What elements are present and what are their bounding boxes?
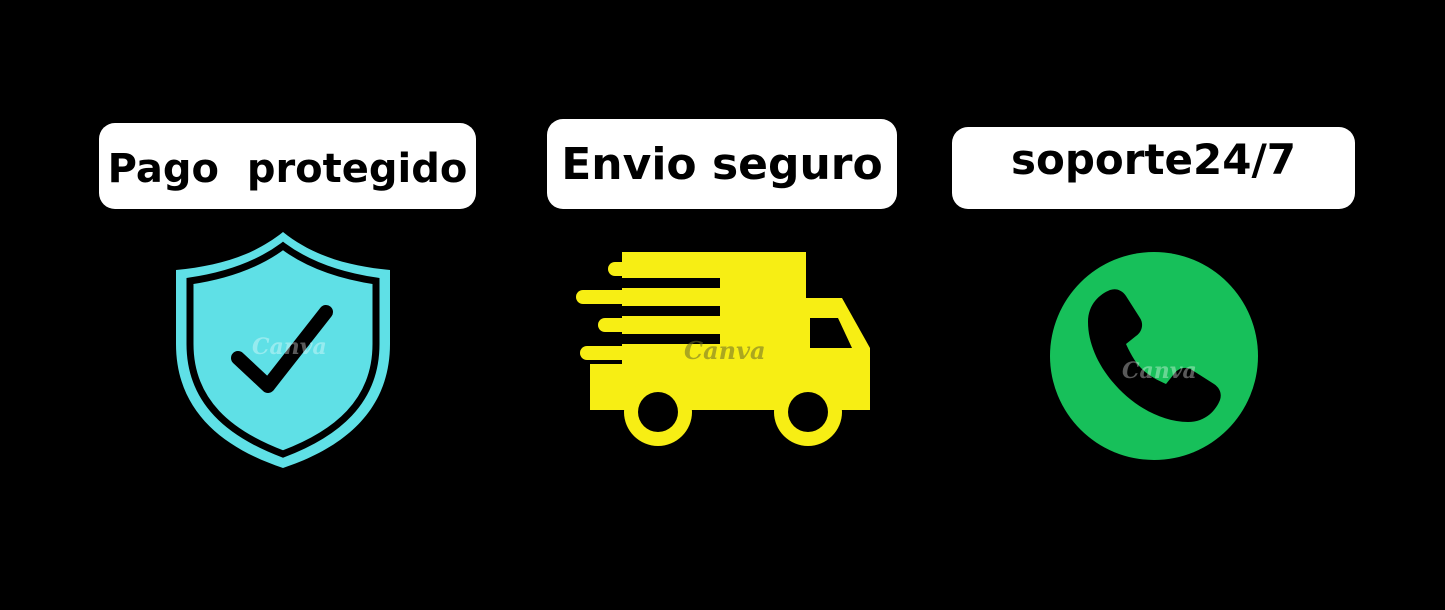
- label-pago-protegido: Pago protegido: [99, 123, 476, 209]
- shield-check-icon: [176, 232, 390, 468]
- label-soporte: soporte24/7: [952, 127, 1355, 209]
- delivery-truck-icon: [570, 252, 870, 446]
- phone-icon: [1050, 252, 1258, 460]
- label-envio-seguro: Envio seguro: [547, 119, 897, 209]
